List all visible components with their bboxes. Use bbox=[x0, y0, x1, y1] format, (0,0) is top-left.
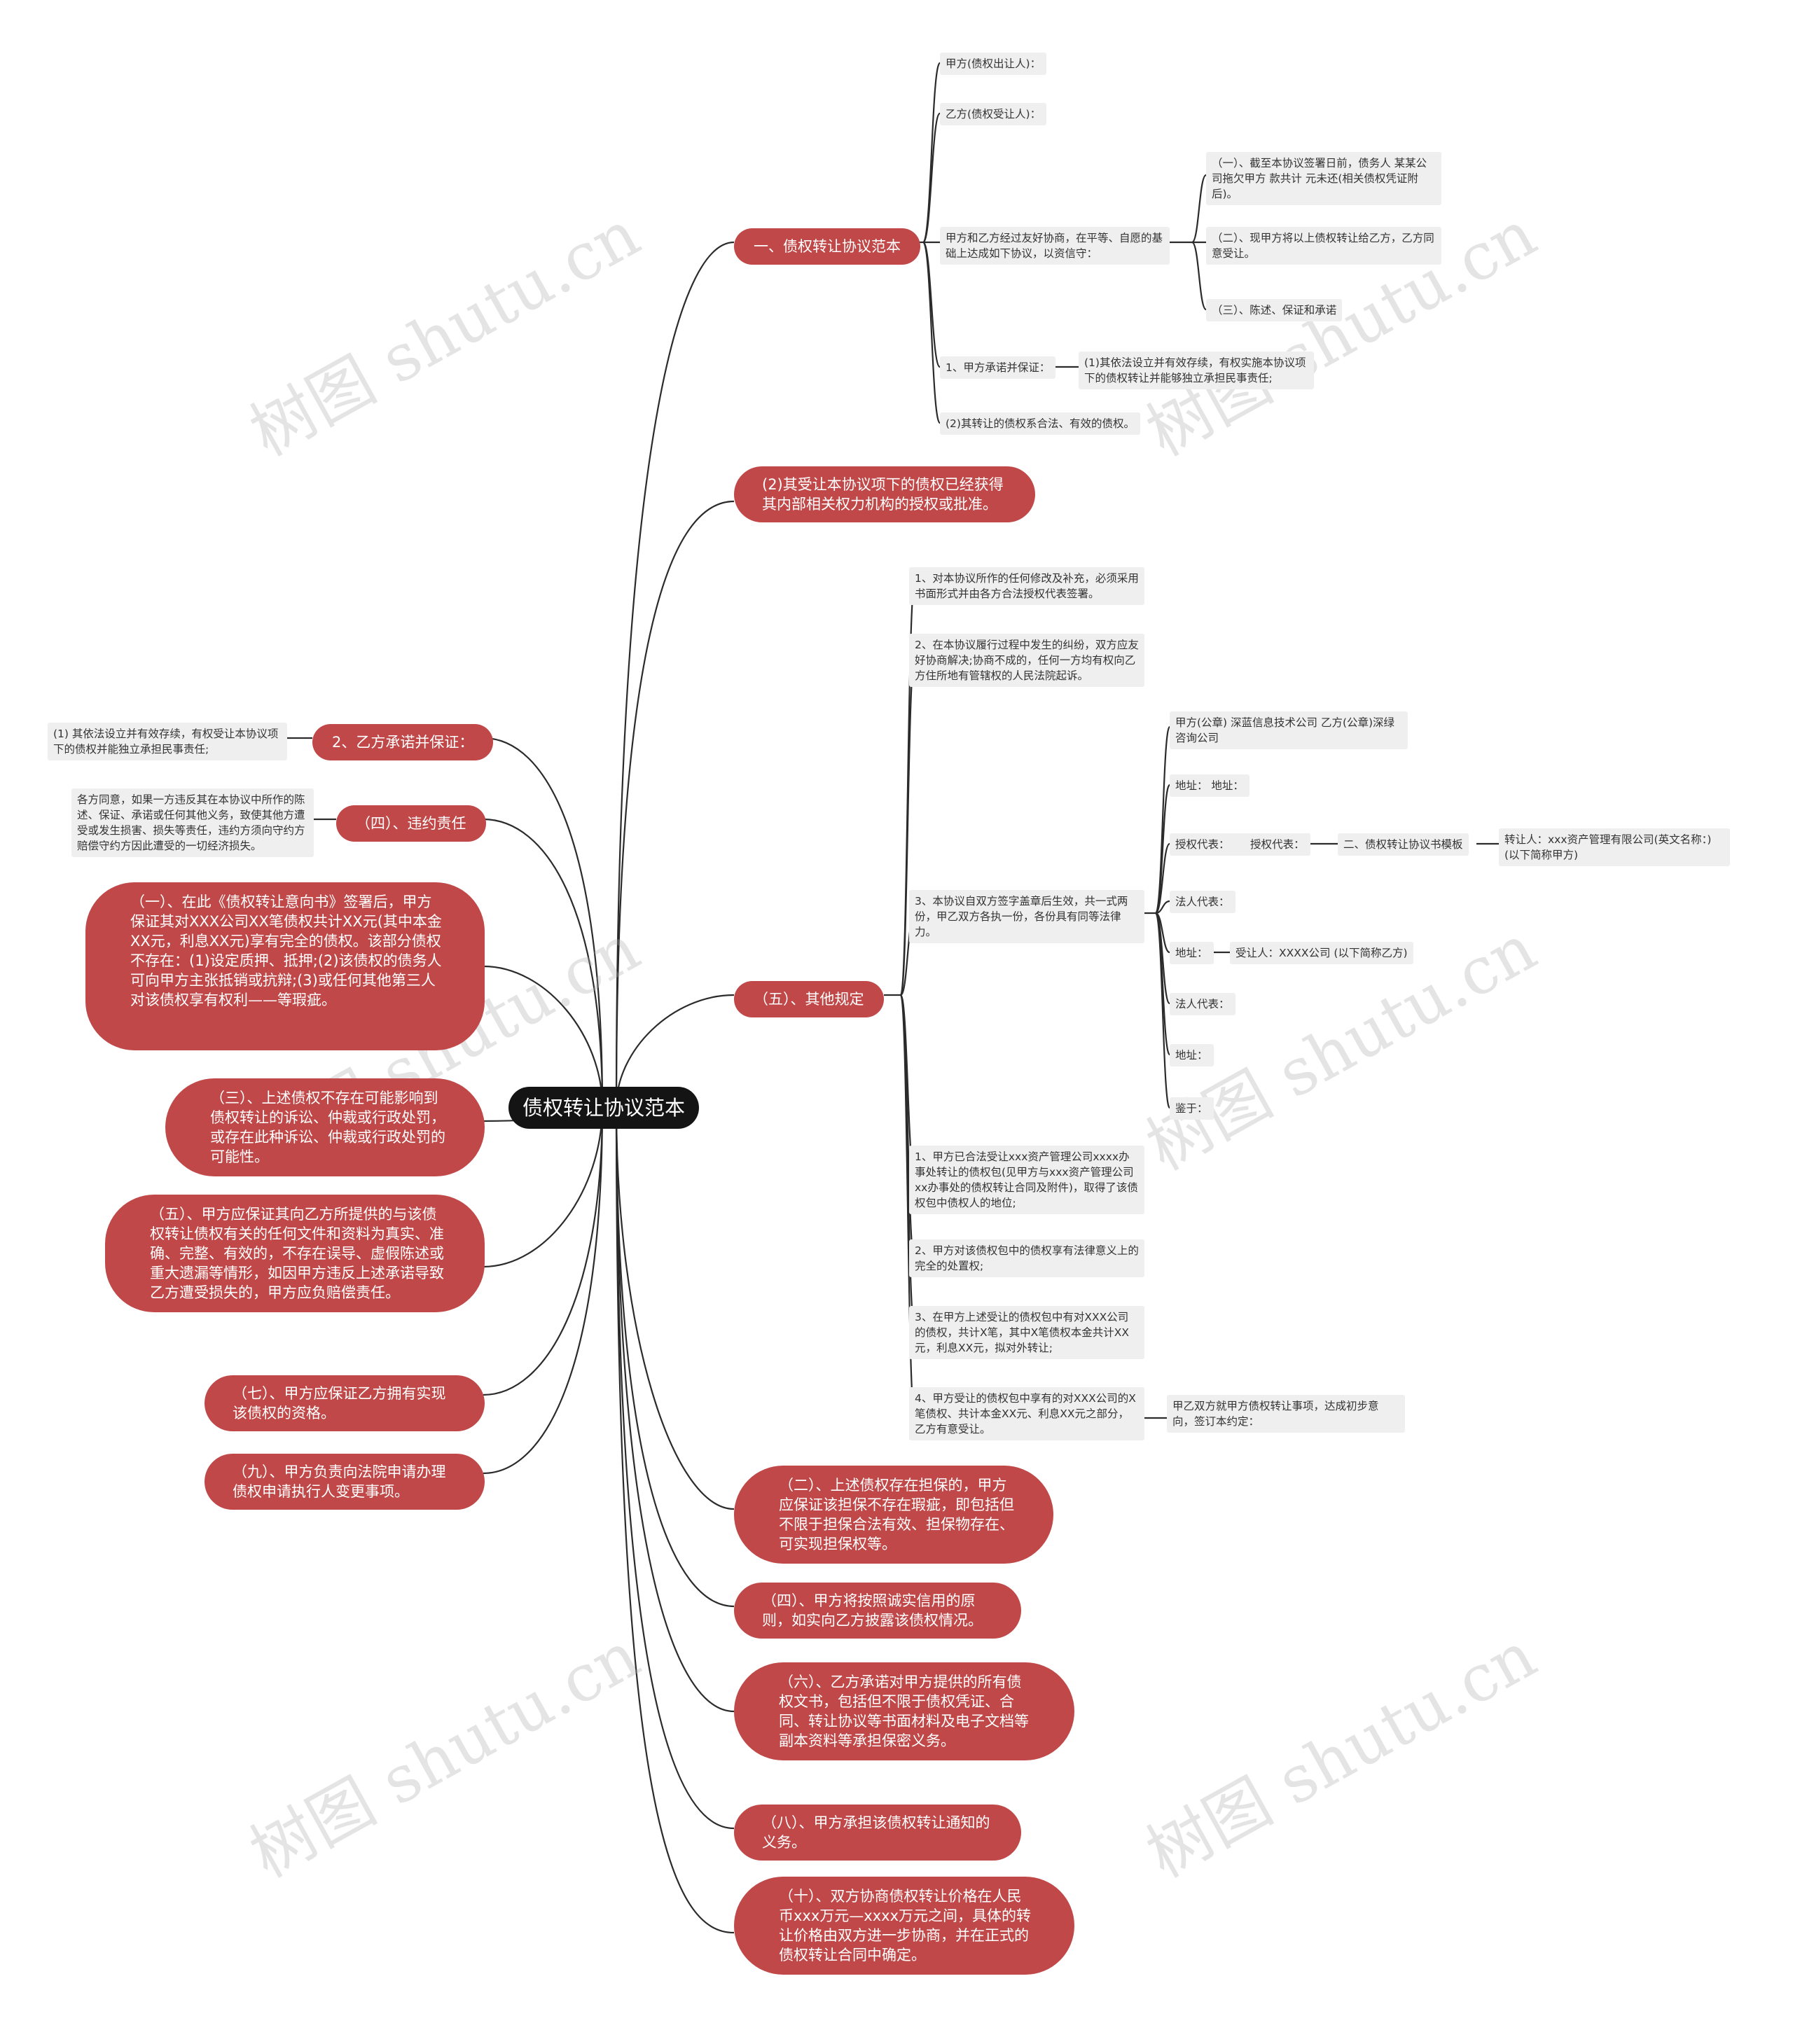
leaf-clause-2[interactable]: （二）、现甲方将以上债权转让给乙方，乙方同意受让。 bbox=[1206, 227, 1441, 265]
leaf-dispute[interactable]: 2、在本协议履行过程中发生的纠纷，双方应友好协商解决;协商不成的，任何一方均有权… bbox=[909, 634, 1144, 687]
branch-breach[interactable]: （四）、违约责任 bbox=[336, 805, 486, 842]
leaf-party-b[interactable]: 乙方(债权受让人)： bbox=[940, 103, 1047, 125]
leaf-party-a-promise[interactable]: 1、甲方承诺并保证： bbox=[940, 356, 1056, 379]
leaf-address-pair[interactable]: 地址： 地址： bbox=[1170, 774, 1249, 797]
leaf-amendment[interactable]: 1、对本协议所作的任何修改及补充，必须采用书面形式并由各方合法授权代表签署。 bbox=[909, 567, 1144, 605]
leaf-address-2[interactable]: 地址： bbox=[1170, 1044, 1214, 1066]
branch-other-provisions[interactable]: （五）、其他规定 bbox=[734, 981, 884, 1017]
branch-qualification[interactable]: （七）、甲方应保证乙方拥有实现该债权的资格。 bbox=[205, 1375, 485, 1431]
branch-notification[interactable]: （八）、甲方承担该债权转让通知的义务。 bbox=[734, 1805, 1021, 1861]
branch-party-b-promise[interactable]: 2、乙方承诺并保证： bbox=[312, 724, 494, 760]
leaf-party-b-promise-1[interactable]: (1) 其依法设立并有效存续，有权受让本协议项下的债权并能独立承担民事责任; bbox=[48, 723, 287, 760]
leaf-clause-3[interactable]: （三）、陈述、保证和承诺 bbox=[1206, 299, 1343, 321]
leaf-preliminary-intent[interactable]: 甲乙双方就甲方债权转让事项，达成初步意向，签订本约定： bbox=[1167, 1395, 1405, 1433]
branch-court-application[interactable]: （九）、甲方负责向法院申请办理债权申请执行人变更事项。 bbox=[205, 1454, 485, 1510]
branch-authorization[interactable]: (2)其受让本协议项下的债权已经获得其内部相关权力机构的授权或批准。 bbox=[734, 466, 1035, 522]
branch-document-accuracy[interactable]: （五）、甲方应保证其向乙方所提供的与该债权转让债权有关的任何文件和资料为真实、准… bbox=[105, 1195, 485, 1312]
leaf-party-a[interactable]: 甲方(债权出让人)： bbox=[940, 53, 1047, 75]
leaf-recital-1[interactable]: 1、甲方已合法受让xxx资产管理公司xxxx办事处转让的债权包(见甲方与xxx资… bbox=[909, 1146, 1144, 1214]
leaf-seal[interactable]: 甲方(公章) 深蓝信息技术公司 乙方(公章)深绿咨询公司 bbox=[1170, 711, 1408, 749]
leaf-negotiation[interactable]: 甲方和乙方经过友好协商，在平等、自愿的基础上达成如下协议，以资信守： bbox=[940, 227, 1170, 265]
leaf-legal-rep-1[interactable]: 法人代表： bbox=[1170, 891, 1235, 913]
branch-disclosure[interactable]: （四）、甲方将按照诚实信用的原则，如实向乙方披露该债权情况。 bbox=[734, 1583, 1021, 1639]
leaf-legal-rep-2[interactable]: 法人代表： bbox=[1170, 993, 1235, 1015]
branch-guarantee[interactable]: （二）、上述债权存在担保的，甲方应保证该担保不存在瑕疵，即包括但不限于担保合法有… bbox=[734, 1466, 1053, 1564]
root-topic[interactable]: 债权转让协议范本 bbox=[508, 1087, 700, 1129]
leaf-address-1[interactable]: 地址： bbox=[1170, 942, 1214, 964]
leaf-recital-4[interactable]: 4、甲方受让的债权包中享有的对XXX公司的X笔债权、共计本金XX元、利息XX元之… bbox=[909, 1387, 1144, 1440]
branch-agreement-sample[interactable]: 一、债权转让协议范本 bbox=[734, 228, 920, 265]
leaf-authorized-rep[interactable]: 授权代表： 授权代表： bbox=[1170, 833, 1310, 856]
branch-full-title[interactable]: （一）、在此《债权转让意向书》签署后，甲方保证其对XXX公司XX笔债权共计XX元… bbox=[85, 882, 485, 1050]
leaf-effective[interactable]: 3、本协议自双方签字盖章后生效，共一式两份，甲乙双方各执一份，各份具有同等法律力… bbox=[909, 890, 1144, 943]
leaf-promise-1[interactable]: (1)其依法设立并有效存续，有权实施本协议项下的债权转让并能够独立承担民事责任; bbox=[1079, 352, 1314, 389]
leaf-clause-1[interactable]: （一）、截至本协议签署日前，债务人 某某公司拖欠甲方 款共计 元未还(相关债权凭… bbox=[1206, 152, 1441, 205]
leaf-breach-compensation[interactable]: 各方同意，如果一方违反其在本协议中所作的陈述、保证、承诺或任何其他义务，致使其他… bbox=[71, 788, 314, 857]
leaf-whereas[interactable]: 鉴于： bbox=[1170, 1097, 1214, 1120]
leaf-recital-2[interactable]: 2、甲方对该债权包中的债权享有法律意义上的完全的处置权; bbox=[909, 1239, 1144, 1277]
leaf-promise-2[interactable]: (2)其转让的债权系合法、有效的债权。 bbox=[940, 412, 1140, 435]
leaf-recital-3[interactable]: 3、在甲方上述受让的债权包中有对XXX公司的债权，共计X笔，其中X笔债权本金共计… bbox=[909, 1306, 1144, 1359]
branch-no-litigation[interactable]: （三）、上述债权不存在可能影响到债权转让的诉讼、仲裁或行政处罚，或存在此种诉讼、… bbox=[165, 1078, 485, 1176]
branch-confidentiality[interactable]: （六）、乙方承诺对甲方提供的所有债权文书，包括但不限于债权凭证、合同、转让协议等… bbox=[734, 1662, 1074, 1760]
leaf-transferor[interactable]: 转让人：xxx资产管理有限公司(英文名称：) (以下简称甲方) bbox=[1499, 828, 1730, 866]
leaf-template-title[interactable]: 二、债权转让协议书模板 bbox=[1338, 833, 1469, 856]
branch-price[interactable]: （十）、双方协商债权转让价格在人民币xxx万元—xxxx万元之间，具体的转让价格… bbox=[734, 1877, 1074, 1975]
leaf-transferee[interactable]: 受让人：XXXX公司 (以下简称乙方) bbox=[1230, 942, 1413, 964]
